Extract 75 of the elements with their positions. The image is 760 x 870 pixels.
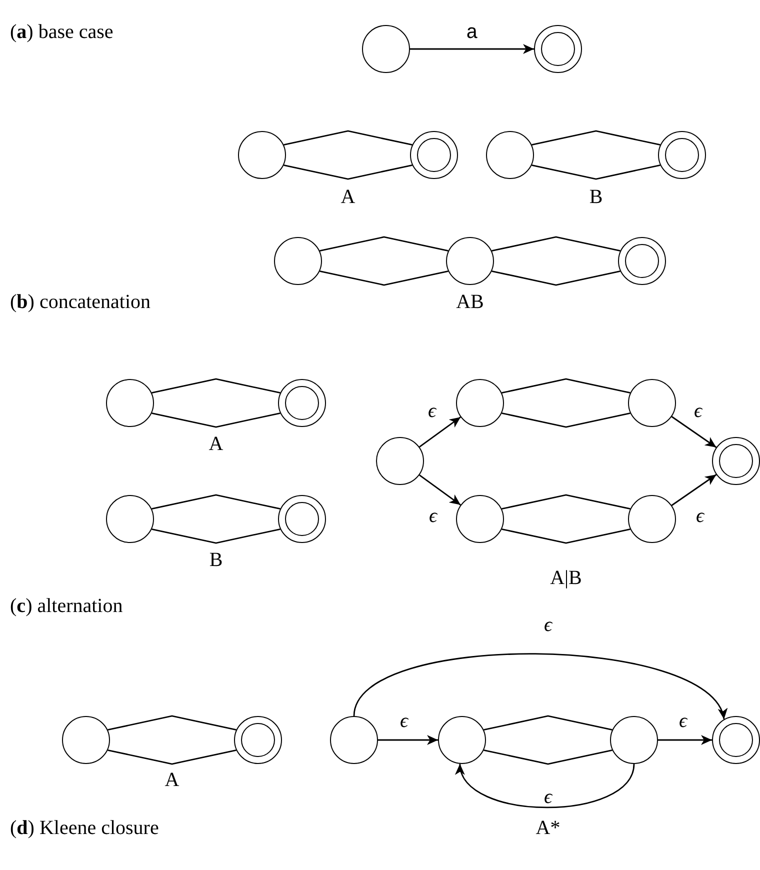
connector-line (320, 236, 448, 252)
edge-label: ϵ (696, 505, 704, 527)
automaton-label: AB (456, 291, 484, 313)
state-circle (274, 237, 322, 285)
transition-arrow (419, 474, 461, 506)
connector-line (532, 164, 660, 180)
connector-line (532, 130, 660, 146)
accepting-state-circle (410, 131, 458, 179)
connector-line (484, 715, 612, 731)
state-circle (362, 25, 410, 73)
connector-line (502, 494, 630, 510)
accepting-state-circle (278, 379, 326, 427)
connector-line (284, 164, 412, 180)
transition-arrow (410, 44, 534, 54)
state-circle (628, 379, 676, 427)
connector-line (502, 412, 630, 428)
state-circle (438, 716, 486, 764)
transition-arrow (658, 735, 712, 745)
transition-arrow (458, 764, 635, 808)
transition-arrow (671, 416, 717, 448)
accepting-state-circle (534, 25, 582, 73)
state-circle (330, 716, 378, 764)
connector-line (152, 528, 280, 544)
state-circle (376, 437, 424, 485)
automaton-label: A* (536, 817, 560, 839)
edge-label: ϵ (428, 400, 436, 422)
connector-line (152, 412, 280, 428)
edge-label: a (466, 23, 478, 45)
automaton-label: A|B (550, 567, 582, 589)
edge-label: ϵ (544, 614, 552, 636)
accepting-state-circle (658, 131, 706, 179)
transition-arrow (353, 653, 725, 720)
state-circle (106, 495, 154, 543)
state-circle (456, 379, 504, 427)
panel-caption: (c) alternation (10, 595, 123, 617)
edge-label: ϵ (544, 786, 552, 808)
connector-line (484, 749, 612, 765)
accepting-state-circle (712, 716, 760, 764)
state-circle (610, 716, 658, 764)
accepting-state-circle (278, 495, 326, 543)
automaton-label: B (209, 549, 223, 571)
connector-line (320, 270, 448, 286)
state-circle (628, 495, 676, 543)
state-circle (456, 495, 504, 543)
panel-caption: (b) concatenation (10, 291, 151, 313)
connector-line (108, 715, 236, 731)
accepting-state-circle (712, 437, 760, 485)
connector-line (492, 236, 620, 252)
accepting-state-circle (234, 716, 282, 764)
transition-arrow (378, 735, 438, 745)
connector-line (152, 494, 280, 510)
panel-caption: (a) base case (10, 21, 114, 43)
automaton-label: A (340, 186, 356, 208)
automaton-label: A (208, 433, 224, 455)
connector-line (108, 749, 236, 765)
panel-caption: (d) Kleene closure (10, 817, 159, 839)
automaton-label: B (589, 186, 603, 208)
state-circle (446, 237, 494, 285)
connector-line (492, 270, 620, 286)
connector-line (502, 528, 630, 544)
transition-arrow (671, 474, 717, 506)
edge-label: ϵ (678, 710, 688, 732)
state-circle (62, 716, 110, 764)
connector-line (284, 130, 412, 146)
state-circle (238, 131, 286, 179)
edge-label: ϵ (428, 505, 438, 527)
connector-line (502, 378, 630, 394)
connector-line (152, 378, 280, 394)
accepting-state-circle (618, 237, 666, 285)
edge-label: ϵ (694, 400, 702, 422)
automaton-label: A (164, 769, 180, 791)
state-circle (486, 131, 534, 179)
transition-arrow (419, 416, 461, 448)
state-circle (106, 379, 154, 427)
edge-label: ϵ (400, 710, 408, 732)
